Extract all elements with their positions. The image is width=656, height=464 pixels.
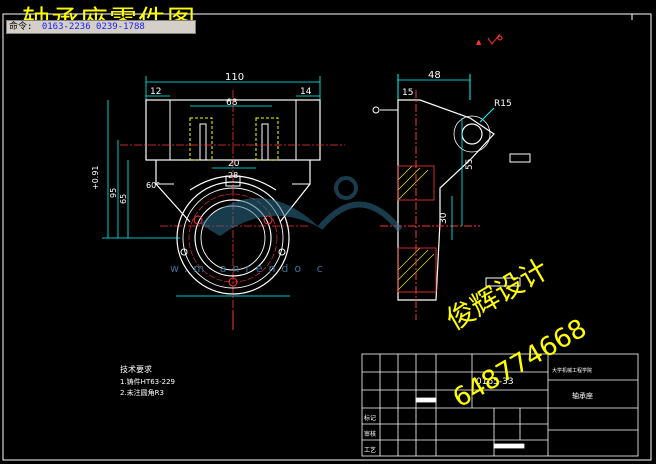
title-row-3: 工艺 <box>364 446 376 454</box>
tech-line-2: 2.未注圆角R3 <box>120 388 164 397</box>
dim-15: 15 <box>402 88 413 98</box>
command-bar[interactable]: 命令: 0163-2236 0239-1788 <box>6 20 196 34</box>
title-part-code: 0165-33 <box>476 377 514 387</box>
tech-title: 技术要求 <box>120 364 152 374</box>
dim-68: 68 <box>226 98 238 108</box>
svg-text:▲: ▲ <box>476 38 482 46</box>
dim-30: 30 <box>439 212 449 224</box>
side-view: 48 15 R15 55 3 <box>372 70 531 320</box>
command-prompt: 命令: <box>9 22 33 32</box>
dim-angle: 60° <box>146 181 160 190</box>
dim-110: 110 <box>225 72 244 83</box>
dim-height-tol: +0.91 <box>91 165 100 190</box>
dim-55: 55 <box>465 159 475 170</box>
tech-line-1: 1.铸件HT63-229 <box>120 377 175 386</box>
dim-r15: R15 <box>494 99 512 109</box>
tech-requirements: 技术要求 1.铸件HT63-229 2.未注圆角R3 <box>120 364 175 397</box>
watermark-url: w.m anrendo c <box>170 262 329 275</box>
dim-48: 48 <box>428 70 441 81</box>
title-row-1: 标记 <box>364 414 376 422</box>
title-material: 轴承座 <box>572 391 593 400</box>
roughness-symbol: ▲ <box>476 33 503 46</box>
dim-20: 20 <box>228 159 240 169</box>
front-view: 110 12 14 68 20 28 <box>91 72 345 330</box>
dim-height-65: 65 <box>119 194 128 204</box>
watermark-logo <box>200 176 403 236</box>
dim-12: 12 <box>150 87 161 97</box>
title-school: 大学机械工程学院 <box>552 367 592 374</box>
title-block <box>361 353 639 457</box>
title-row-2: 审核 <box>364 430 376 438</box>
command-coordinates: 0163-2236 0239-1788 <box>41 22 145 32</box>
drawing-frame <box>2 13 652 461</box>
dim-height-95: 95 <box>109 188 118 198</box>
dim-14: 14 <box>300 87 312 97</box>
